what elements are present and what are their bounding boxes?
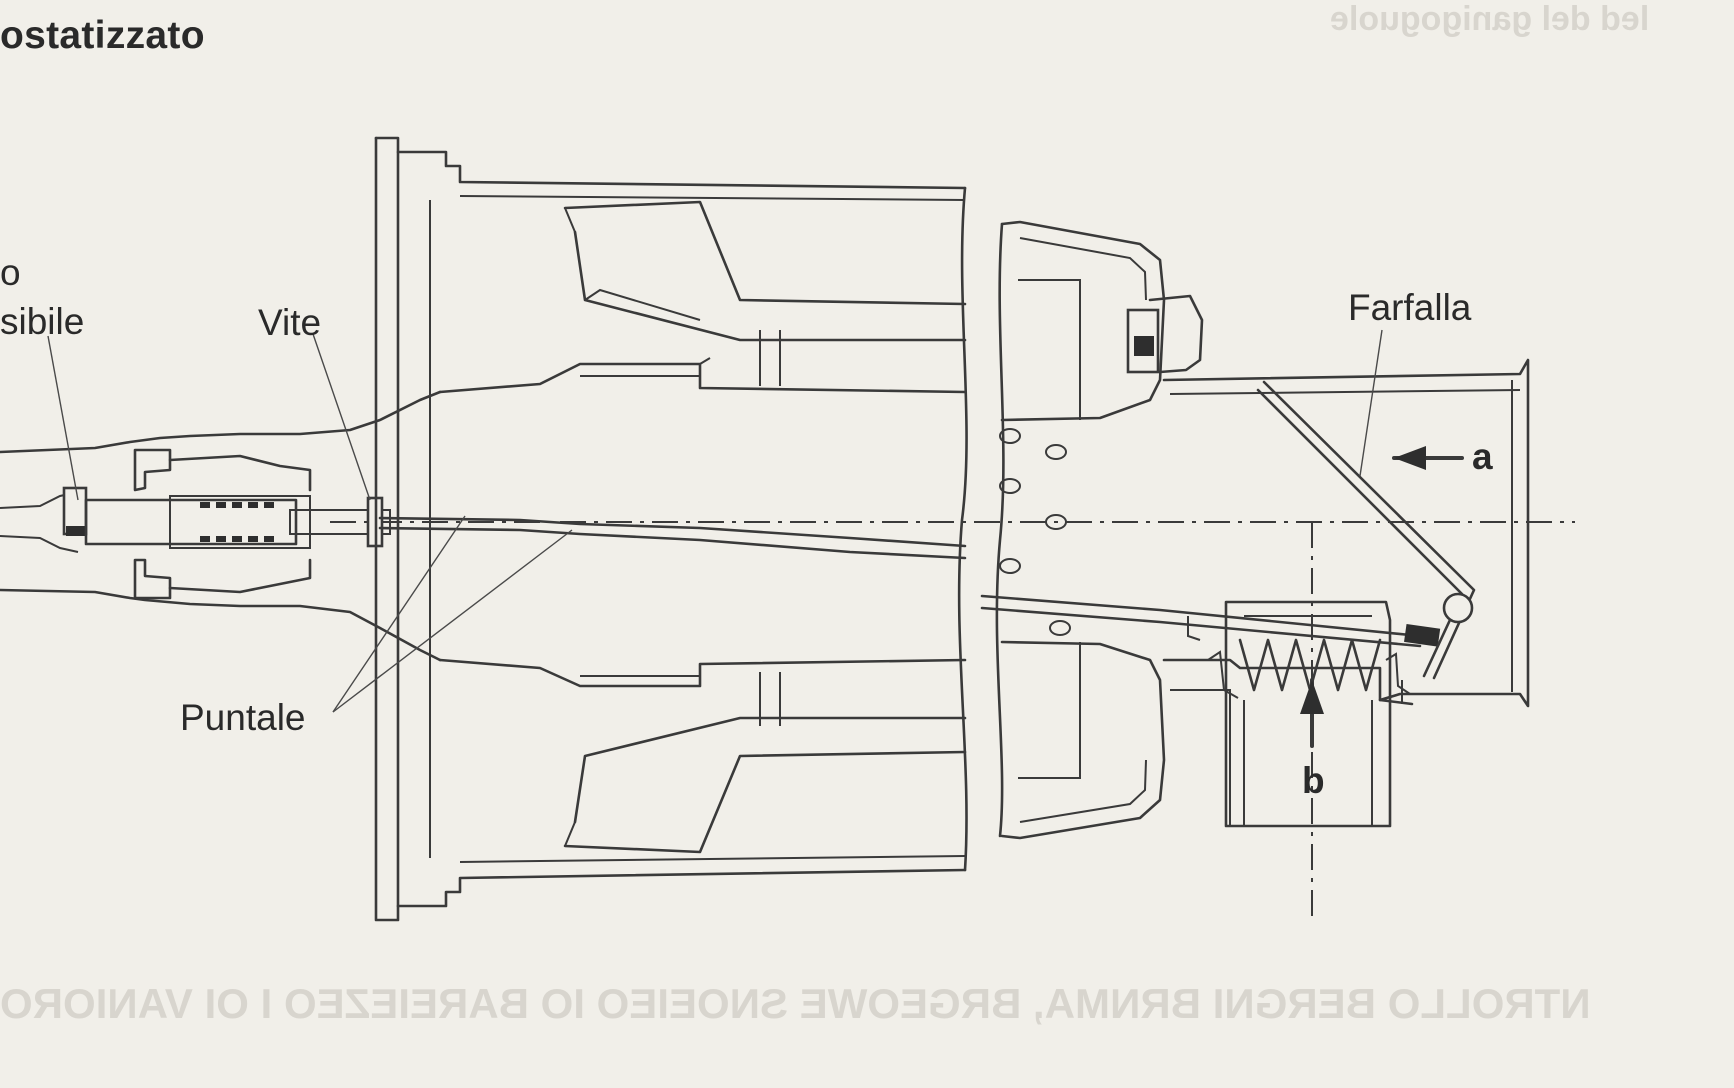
venturi-body xyxy=(374,136,967,922)
wire-rod xyxy=(378,516,967,548)
leader-puntale-1 xyxy=(332,529,573,713)
label-vite: Vite xyxy=(258,302,322,343)
label-farfalla: Farfalla xyxy=(1348,287,1472,328)
arrow-a xyxy=(1392,446,1464,470)
label-puntale: Puntale xyxy=(180,697,306,738)
arrow-b xyxy=(1300,678,1324,748)
page-title: ostatizzato xyxy=(0,14,205,57)
leader-flessibile xyxy=(47,335,79,501)
leader-farfalla xyxy=(1359,329,1383,477)
break-line-left xyxy=(957,186,968,872)
label-o-fragment: o xyxy=(0,252,21,293)
leader-vite xyxy=(312,333,371,501)
throttle-body xyxy=(980,220,1530,840)
label-arrow-a: a xyxy=(1472,436,1493,477)
break-line-right xyxy=(995,222,1005,838)
label-flessibile: sibile xyxy=(0,301,85,342)
label-arrow-b: b xyxy=(1302,760,1325,801)
cable-fitting xyxy=(84,448,391,600)
leader-puntale-2 xyxy=(332,515,466,713)
